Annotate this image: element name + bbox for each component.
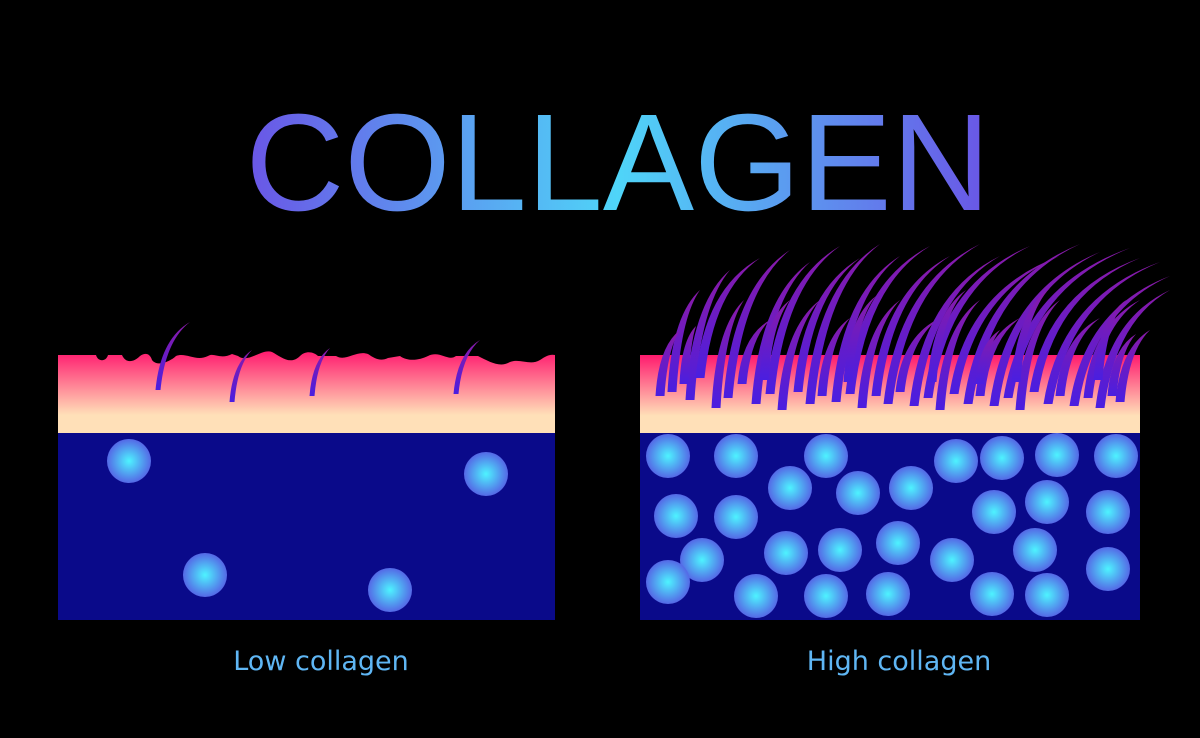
collagen-sphere	[714, 434, 758, 478]
panel-high-collagen	[640, 244, 1170, 620]
collagen-fiber	[843, 296, 876, 382]
collagen-sphere	[646, 560, 690, 604]
collagen-sphere	[836, 471, 880, 515]
collagen-fiber	[155, 322, 190, 390]
collagen-fiber	[711, 300, 744, 408]
collagen-sphere	[970, 572, 1014, 616]
collagen-sphere	[972, 490, 1016, 534]
collagen-sphere	[1086, 490, 1130, 534]
collagen-fiber	[883, 244, 980, 404]
collagen-fiber	[923, 246, 1030, 398]
collagen-fiber	[695, 258, 760, 378]
collagen-fiber	[949, 256, 1060, 394]
high-fiber-group	[655, 244, 1170, 410]
collagen-fiber	[1083, 300, 1140, 398]
collagen-fiber	[1093, 300, 1126, 380]
collagen-fiber	[453, 340, 480, 394]
low-epidermis-layer	[58, 351, 555, 433]
collagen-sphere	[654, 494, 698, 538]
collagen-fiber	[805, 244, 880, 404]
collagen-fiber	[857, 300, 900, 408]
collagen-fiber	[679, 326, 696, 384]
collagen-sphere	[1013, 528, 1057, 572]
panel-low-collagen	[58, 322, 555, 620]
collagen-fiber	[737, 320, 770, 384]
collagen-fiber	[309, 348, 330, 396]
collagen-sphere	[1025, 480, 1069, 524]
collagen-fiber	[1107, 334, 1136, 396]
title-graphic: COLLAGEN	[246, 86, 991, 240]
collagen-sphere	[183, 553, 227, 597]
collagen-fiber	[759, 300, 790, 380]
collagen-fiber	[777, 300, 820, 410]
collagen-fiber	[1095, 290, 1170, 408]
collagen-fiber	[1069, 276, 1170, 406]
collagen-fiber	[765, 246, 840, 394]
collagen-sphere	[934, 439, 978, 483]
collagen-sphere	[889, 466, 933, 510]
collagen-sphere	[464, 452, 508, 496]
collagen-fiber	[1115, 330, 1150, 402]
collagen-sphere	[804, 574, 848, 618]
collagen-sphere	[1094, 434, 1138, 478]
collagen-fiber	[751, 262, 810, 404]
collagen-fiber	[817, 318, 850, 396]
collagen-fiber	[989, 252, 1100, 406]
collagen-sphere	[804, 434, 848, 478]
collagen-sphere	[1086, 547, 1130, 591]
collagen-fiber	[935, 300, 980, 410]
collagen-sphere	[768, 466, 812, 510]
collagen-fiber	[1055, 318, 1100, 396]
collagen-fiber	[1043, 262, 1160, 404]
collagen-fiber	[963, 244, 1080, 404]
collagen-fiber	[1011, 288, 1050, 382]
low-sphere-group	[107, 439, 508, 612]
collagen-fiber	[909, 256, 1000, 406]
high-sphere-group	[646, 433, 1138, 618]
collagen-fiber	[975, 330, 1000, 384]
collagen-sphere	[368, 568, 412, 612]
collagen-fiber	[975, 318, 1020, 396]
collagen-fiber	[655, 330, 680, 396]
collagen-sphere	[734, 574, 778, 618]
collagen-fiber	[667, 290, 700, 392]
collagen-fiber	[845, 246, 930, 394]
collagen-fiber	[229, 350, 252, 402]
collagen-fiber	[1015, 300, 1060, 410]
collagen-sphere	[107, 439, 151, 483]
collagen-sphere	[818, 528, 862, 572]
collagen-sphere	[1035, 433, 1079, 477]
collagen-sphere	[1025, 573, 1069, 617]
collagen-fiber	[871, 256, 950, 396]
collagen-sphere	[680, 538, 724, 582]
page-title: COLLAGEN	[246, 86, 991, 240]
collagen-sphere	[646, 434, 690, 478]
collagen-sphere	[930, 538, 974, 582]
collagen-fiber	[895, 318, 940, 392]
collagen-sphere	[980, 436, 1024, 480]
collagen-fiber	[1029, 258, 1140, 392]
collagen-fiber	[685, 270, 730, 400]
collagen-fiber	[831, 256, 900, 402]
collagen-sphere	[866, 572, 910, 616]
collagen-fiber	[793, 258, 860, 392]
collagen-sphere	[876, 521, 920, 565]
caption-low-collagen: Low collagen	[233, 646, 409, 677]
collagen-sphere	[714, 495, 758, 539]
caption-high-collagen: High collagen	[806, 646, 992, 677]
low-fiber-group	[155, 322, 480, 402]
collagen-sphere	[764, 531, 808, 575]
collagen-fiber	[927, 290, 966, 382]
collagen-fiber	[723, 250, 790, 398]
